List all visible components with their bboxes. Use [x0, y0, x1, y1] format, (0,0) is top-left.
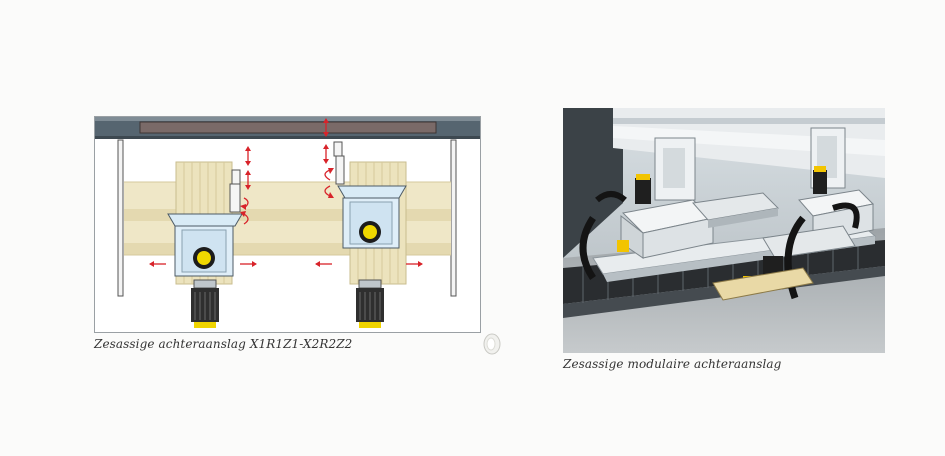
photo-caption: Zesassige modulaire achteraanslag	[563, 357, 782, 371]
right-carriage	[333, 141, 407, 328]
right-column	[450, 139, 457, 297]
punch-hole-mark	[483, 333, 501, 355]
diagram-caption: Zesassige achteraanslag X1R1Z1-X2R2Z2	[94, 337, 353, 351]
back-gauge-photo	[563, 108, 885, 353]
left-carriage	[167, 161, 243, 328]
top-beam	[95, 117, 480, 139]
motion-arrows	[149, 118, 423, 267]
photo-left-module	[617, 137, 780, 259]
right-finger	[333, 141, 343, 157]
photo-shadow-wall	[563, 108, 623, 258]
left-finger	[231, 169, 241, 185]
left-column	[117, 139, 124, 297]
photo-motor-label	[617, 240, 629, 252]
back-gauge-diagram	[94, 116, 481, 333]
photo-conveyor	[563, 240, 885, 304]
beam-slot	[139, 121, 437, 134]
